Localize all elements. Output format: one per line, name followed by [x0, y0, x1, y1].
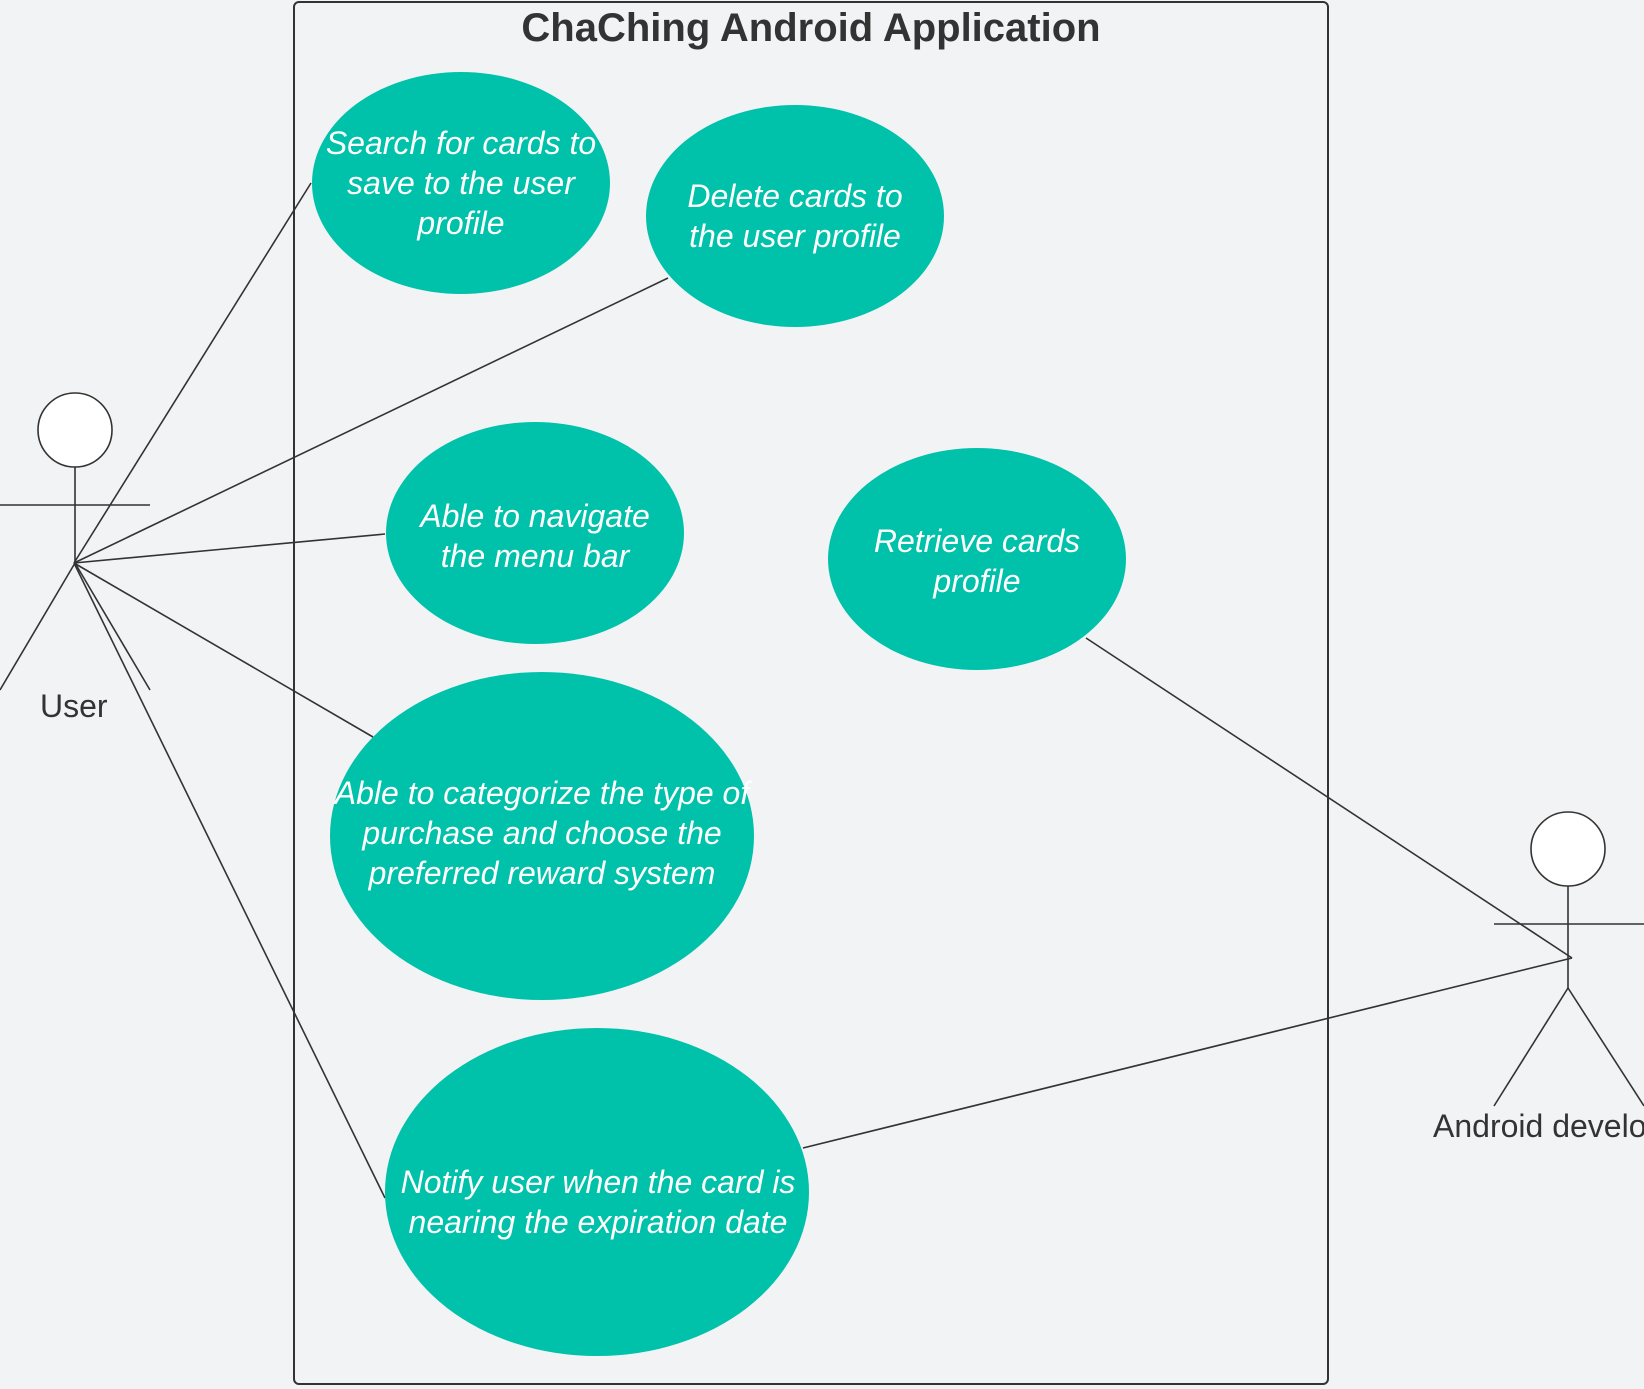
use-case-delete-cards[interactable] [646, 105, 944, 327]
association-user-navigate-menu [73, 533, 386, 564]
use-case-retrieve-cards-label: Retrieve cards profile [873, 523, 1081, 599]
use-case-retrieve-cards[interactable] [828, 448, 1126, 670]
use-case-search-cards[interactable] [312, 72, 610, 294]
association-user-categorize-purchase [73, 562, 374, 738]
actor-user-head [37, 392, 113, 468]
use-case-delete-cards-label: Delete cards to the user profile [687, 178, 903, 254]
actor-android-developer-label: Android develo [1433, 1108, 1644, 1144]
use-case-notify-expiration[interactable] [385, 1028, 809, 1356]
use-case-navigate-menu-label: Able to navigate the menu bar [420, 498, 650, 574]
actor-android-developer-figure[interactable] [1493, 811, 1644, 1107]
actor-user-left-leg [0, 562, 76, 691]
association-user-delete-cards [73, 277, 669, 564]
use-case-categorize-purchase-label: Able to categorize the type of purchase … [334, 775, 750, 891]
actor-user-label: User [40, 688, 108, 724]
actor-android-developer-right-leg [1567, 987, 1644, 1107]
actor-android-developer-left-leg [1493, 987, 1569, 1107]
association-user-notify-expiration [73, 562, 386, 1199]
use-case-search-cards-label: Search for cards to save to the user pro… [325, 125, 597, 241]
actor-user-right-leg [74, 562, 151, 691]
system-boundary [293, 1, 1329, 1385]
use-case-navigate-menu[interactable] [386, 422, 684, 644]
actor-android-developer-head [1530, 811, 1606, 887]
actor-user-figure[interactable] [0, 392, 151, 691]
association-user-search-cards [73, 182, 312, 564]
use-case-categorize-purchase[interactable] [330, 672, 754, 1000]
system-title: ChaChing Android Application [521, 6, 1101, 50]
association-developer-notify-expiration [802, 957, 1573, 1149]
association-developer-retrieve-cards [1085, 637, 1573, 959]
use-case-notify-expiration-label: Notify user when the card is nearing the… [400, 1164, 796, 1240]
